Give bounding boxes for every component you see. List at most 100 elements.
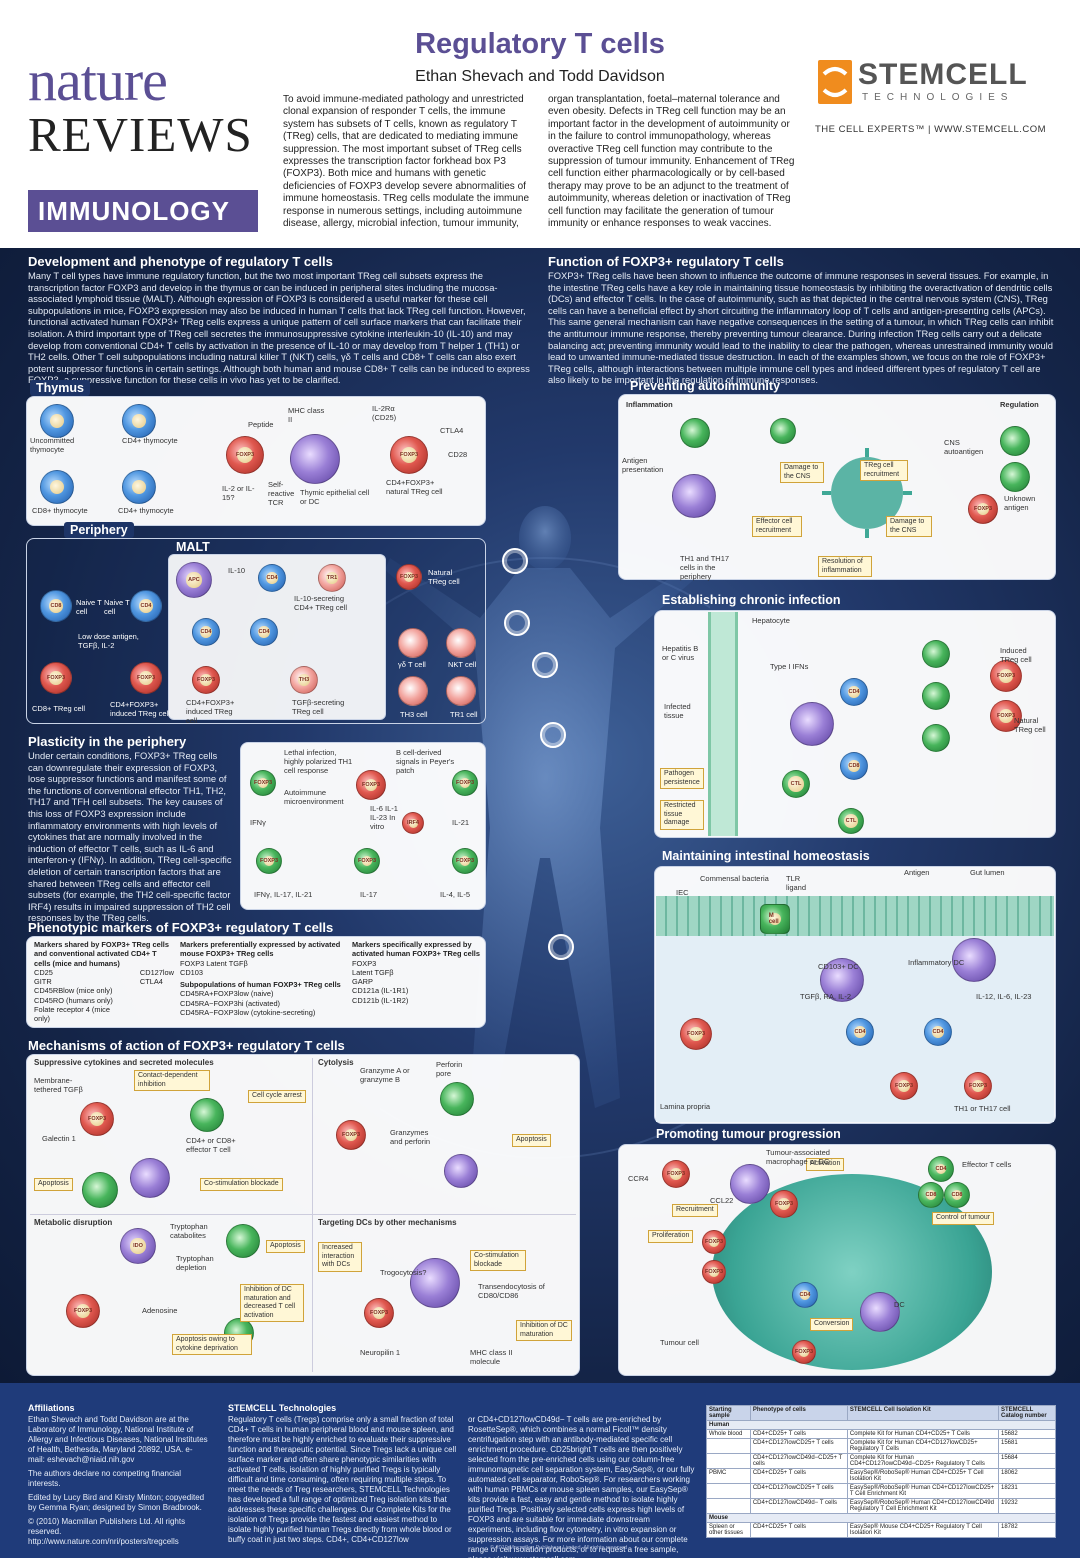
label-tumour-dc: DC xyxy=(894,1300,905,1309)
label-adenosine: Adenosine xyxy=(142,1306,178,1315)
malt-induced-treg: FOXP3 xyxy=(192,666,220,694)
label-infected-tissue: Infected tissue xyxy=(664,702,691,720)
label-low-dose: Low dose antigen, TGFβ, IL-2 xyxy=(78,632,139,650)
box-contact: Contact-dependent inhibition xyxy=(134,1070,210,1091)
markers-col-2-sub: Subpopulations of human FOXP3+ TReg cell… xyxy=(180,980,341,990)
supp-dc xyxy=(130,1158,170,1198)
tumour-cd8-eff-2: CD8 xyxy=(944,1182,970,1208)
thymic-epithelial-cell xyxy=(290,434,340,484)
label-effector-t: Effector T cells xyxy=(962,1160,1012,1169)
label-antigen-gut: Antigen xyxy=(904,868,930,877)
markers-col-1: Markers shared by FOXP3+ TReg cells and … xyxy=(34,940,174,1024)
stemcell-head: STEMCELL Technologies xyxy=(228,1403,337,1413)
tumour-mass xyxy=(712,1174,992,1370)
cell: CD4+CD127lowCD49d− T cells xyxy=(749,1498,848,1514)
inflammatory-dc xyxy=(952,938,996,982)
plast-th17: FOXP3 xyxy=(354,848,380,874)
label-membrane-tgfb: Membrane-tethered TGFβ xyxy=(34,1076,83,1094)
chronic-th1 xyxy=(922,640,950,668)
box-damage-cns: Damage to the CNS xyxy=(780,462,824,483)
cell: Spleen or other tissues xyxy=(706,1522,751,1538)
cell: Whole blood xyxy=(706,1429,751,1439)
malt-title: MALT xyxy=(176,540,210,554)
box-inhibition: Inhibition of DC maturation and decrease… xyxy=(240,1284,304,1322)
cd4-thymocyte xyxy=(122,404,156,438)
cell xyxy=(706,1498,751,1514)
uncommitted-thymocyte xyxy=(40,404,74,438)
poster-body: Development and phenotype of regulatory … xyxy=(0,248,1080,1383)
label-unknown-antigen: Unknown antigen xyxy=(1004,494,1036,512)
box-costim: Co-stimulation blockade xyxy=(200,1178,283,1191)
cell: CD4+CD25+ T cells xyxy=(749,1468,848,1484)
inflammation-label: Inflammation xyxy=(626,400,673,409)
markers-col-2: Markers preferentially expressed by acti… xyxy=(180,940,345,1017)
label-gut-lumen: Gut lumen xyxy=(970,868,1005,877)
marker: GARP xyxy=(352,977,373,987)
marker: CD45RBlow (mice only) xyxy=(34,986,113,996)
cd103-dc xyxy=(820,958,864,1002)
kit-header-row: Starting sample Phenotype of cells STEMC… xyxy=(706,1405,1057,1421)
label-galectin: Galectin 1 xyxy=(42,1134,76,1143)
nkt-cell xyxy=(446,628,476,658)
label-tryptophan-depletion: Tryptophan depletion xyxy=(176,1254,214,1272)
hepatocyte-layer xyxy=(708,612,738,836)
meta-title: Metabolic disruption xyxy=(34,1218,113,1227)
cell: Complete Kit for Human CD4+CD127lowCD25+… xyxy=(846,1438,999,1454)
label-peptide: Peptide xyxy=(248,420,274,429)
label-tumour-cell: Tumour cell xyxy=(660,1338,699,1347)
m-cell: M cell xyxy=(760,904,790,934)
kit-section-row: Human xyxy=(706,1420,1056,1430)
copyright-link[interactable]: © (2010) Macmillan Publishers Ltd. All r… xyxy=(28,1517,186,1546)
auto-dc xyxy=(672,474,716,518)
kit-col-phenotype: Phenotype of cells xyxy=(749,1405,848,1421)
cell: CD4+CD127lowCD49d−CD25+ T cells xyxy=(749,1453,848,1469)
stemcell-tagline[interactable]: THE CELL EXPERTS™ | WWW.STEMCELL.COM xyxy=(815,124,1047,135)
label-cd4-thymocyte: CD4+ thymocyte xyxy=(122,436,178,445)
label-il12-il6: IL-12, IL-6, IL-23 xyxy=(976,992,1032,1001)
gut-th1: FOXP3 xyxy=(964,1072,992,1100)
chronic-ctl: CTL xyxy=(782,770,810,798)
kit-table: Starting sample Phenotype of cells STEMC… xyxy=(706,1405,1057,1538)
chronic-th2 xyxy=(922,682,950,710)
label-natural-treg-periph: Natural TReg cell xyxy=(428,568,460,586)
label-nkt: NKT cell xyxy=(448,660,477,669)
gd-t-cell xyxy=(398,628,428,658)
kit-section-row: Mouse xyxy=(706,1513,1056,1523)
label-self-reactive-tcr: Self-reactive TCR xyxy=(268,480,295,507)
label-malt-induced: CD4+FOXP3+ induced TReg cell xyxy=(186,698,235,725)
tumour-treg-2: FOXP3 xyxy=(770,1190,798,1218)
kit-col-kit: STEMCELL Cell Isolation Kit xyxy=(846,1405,999,1421)
box-conversion: Conversion xyxy=(810,1318,854,1331)
supp-apoptotic xyxy=(82,1172,118,1208)
box-inhibit-dc: Inhibition of DC maturation xyxy=(516,1320,572,1341)
chronic-infection-title: Establishing chronic infection xyxy=(662,593,841,607)
cyto-title: Cytolysis xyxy=(318,1058,354,1067)
organ-marker-lower xyxy=(548,934,574,960)
targ-title: Targeting DCs by other mechanisms xyxy=(318,1218,457,1227)
box-control-tumour: Control of tumour xyxy=(932,1212,995,1225)
supp-title: Suppressive cytokines and secreted molec… xyxy=(34,1058,214,1067)
gut-treg-2: FOXP3 xyxy=(890,1072,918,1100)
label-ifng-il17: IFNγ, IL-17, IL-21 xyxy=(254,890,313,899)
poster-header: nature REVIEWS IMMUNOLOGY Regulatory T c… xyxy=(0,0,1080,248)
label-tlr: TLR ligand xyxy=(786,874,807,892)
marker: Folate receptor 4 (mice only) xyxy=(34,1005,110,1024)
intestinal-title: Maintaining intestinal homeostasis xyxy=(662,849,870,863)
label-tryptophan: Tryptophan catabolites xyxy=(170,1222,208,1240)
marker: CD45RO (humans only) xyxy=(34,995,113,1005)
cell: Complete Kit for Human CD4+CD127lowCD49d… xyxy=(846,1453,999,1469)
tumour-treg-5: FOXP3 xyxy=(792,1340,816,1364)
label-malt-il10: IL-10 xyxy=(228,566,246,575)
label-th1-th17: TH1 or TH17 cell xyxy=(954,1104,1011,1113)
apc-cell: APC xyxy=(176,562,212,598)
mechanisms-title: Mechanisms of action of FOXP3+ regulator… xyxy=(28,1038,345,1053)
stemcell-col-1: STEMCELL Technologies Regulatory T cells… xyxy=(228,1403,458,1545)
auto-th17 xyxy=(770,418,796,444)
marker: CTLA4 xyxy=(139,977,163,987)
label-bcell-signals: B cell-derived signals in Peyer's patch xyxy=(396,748,455,775)
label-tec: Thymic epithelial cell or DC xyxy=(300,488,370,506)
organ-marker-liver xyxy=(504,610,530,636)
marker: CD121b (IL-1R2) xyxy=(352,995,409,1005)
